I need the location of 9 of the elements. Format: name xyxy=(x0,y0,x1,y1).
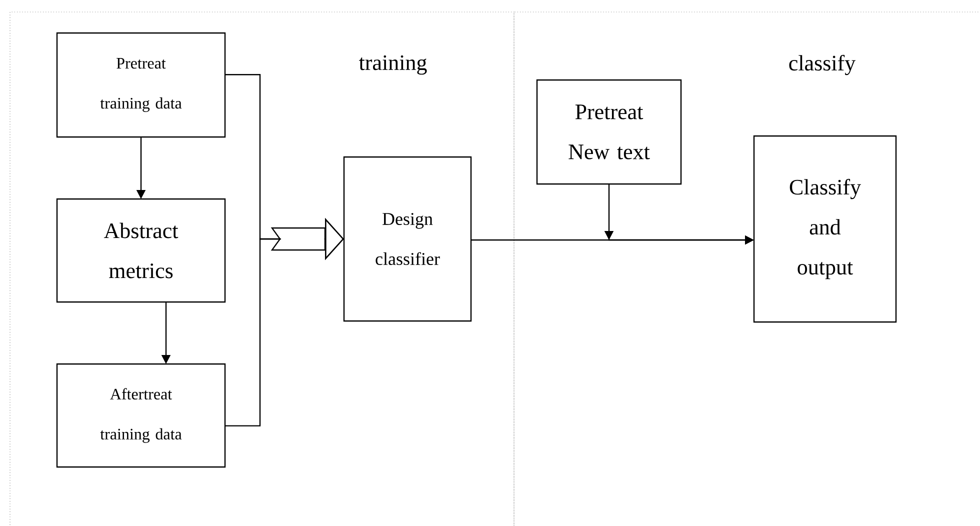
process-box: Pretreat training data xyxy=(56,32,226,138)
panel-heading: training xyxy=(359,55,427,75)
panel-heading: classify xyxy=(789,54,856,76)
process-box: Abstract metrics xyxy=(56,198,226,303)
process-box: Classify and output xyxy=(753,135,897,323)
process-box: Pretreat New text xyxy=(536,79,682,185)
process-box: Aftertreat training data xyxy=(56,363,226,468)
block-arrow xyxy=(225,218,344,426)
process-box: Design classifier xyxy=(343,156,472,322)
